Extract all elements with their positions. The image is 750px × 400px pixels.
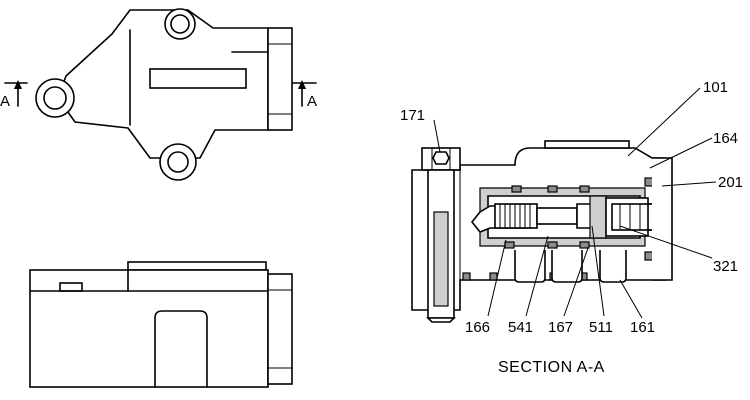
o-ring-seal [579,241,590,249]
o-ring-seal [547,241,558,249]
top-bolt-hole [164,8,196,40]
section-caption: SECTION A-A [498,359,605,376]
callout-167: 167 [548,319,573,336]
o-ring-seal [489,272,498,281]
section-marker-right: A [292,80,317,110]
side-view-hex-plug [267,273,293,385]
end-plug [652,157,673,281]
section-label-left: A [0,93,10,110]
housing-top-cap [544,140,630,149]
callout-101: 101 [703,79,728,96]
section-marker-left: A [0,80,28,110]
top-view-hex-plug [267,27,293,131]
callout-166: 166 [465,319,490,336]
lower-ports [514,250,627,283]
callout-321: 321 [713,258,738,275]
callout-164: 164 [713,130,738,147]
o-ring-seal [547,185,558,193]
callout-541: 541 [508,319,533,336]
o-ring-seal [504,241,515,249]
callout-511: 511 [589,319,613,336]
section-label-right: A [307,93,317,110]
arrow-up-icon [14,80,22,89]
o-ring-seal [579,185,590,193]
side-view-top-step [127,261,267,271]
spool [470,195,607,239]
o-ring-seal [462,272,471,281]
top-view-nameplate [149,68,247,89]
bottom-bolt-hole [159,143,197,181]
o-ring-seal [511,185,522,193]
side-view [29,261,293,388]
top-view-inner-edge [129,29,269,126]
arrow-up-icon [298,80,306,89]
mounting-bolt [421,147,461,323]
callout-171: 171 [400,107,425,124]
side-view-boss [154,310,208,388]
callout-201: 201 [718,174,743,191]
top-view [35,8,293,181]
left-bolt-hole [35,78,75,118]
section-view: 101 164 201 171 321 166 541 167 511 161 … [400,79,743,376]
leader-lines [433,87,717,319]
side-view-small-tab [59,282,83,292]
callout-161: 161 [630,319,655,336]
